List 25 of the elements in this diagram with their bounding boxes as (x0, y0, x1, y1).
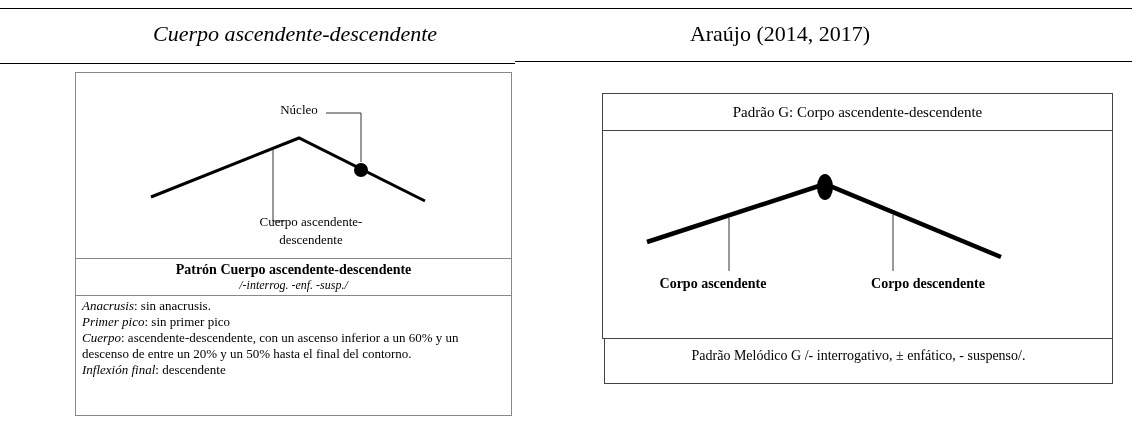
plot-panel (75, 72, 512, 259)
table-cell (75, 295, 512, 416)
definition-text: Primer pico: sin primer pico (82, 314, 232, 330)
table-header-cell (75, 258, 512, 296)
annotation-text: Corpo ascendente (643, 275, 783, 293)
definition-text: Anacrusis: sin anacrusis. (82, 298, 212, 314)
nucleus-dot (354, 163, 368, 177)
definition-text: Cuerpo: ascendente-descendente, con un ascenso inferior a un 60% y un descenso de entre un 20% y un 50% hasta el final del contorno. (82, 330, 460, 362)
cell-subtitle: /-interrog. -enf. -susp./ (238, 278, 350, 293)
leader-line (325, 112, 362, 163)
annotation-text: Núcleo (274, 101, 324, 119)
definition-text: Inflexión final: descendente (82, 362, 227, 378)
leader-line (728, 217, 730, 272)
column-heading: Cuerpo ascendente-descendente (151, 20, 439, 48)
source-citation: Araújo (2014, 2017) (688, 20, 872, 48)
cell-title: Patrón Cuerpo ascendente-descendente (174, 261, 413, 278)
plot-panel (602, 130, 1113, 339)
annotation-text: Cuerpo ascendente-descendente (236, 213, 386, 249)
panel-title: Padrão G: Corpo ascendente-descendente (602, 93, 1113, 131)
contour-line (150, 136, 426, 203)
panel-caption: Padrão Melódico G /- interrogativo, ± enfático, - suspenso/. (604, 338, 1113, 384)
leader-line (892, 214, 894, 272)
contour-line (646, 181, 1002, 260)
annotation-text: Corpo descendente (853, 275, 1003, 293)
nucleus-dot (817, 174, 833, 200)
